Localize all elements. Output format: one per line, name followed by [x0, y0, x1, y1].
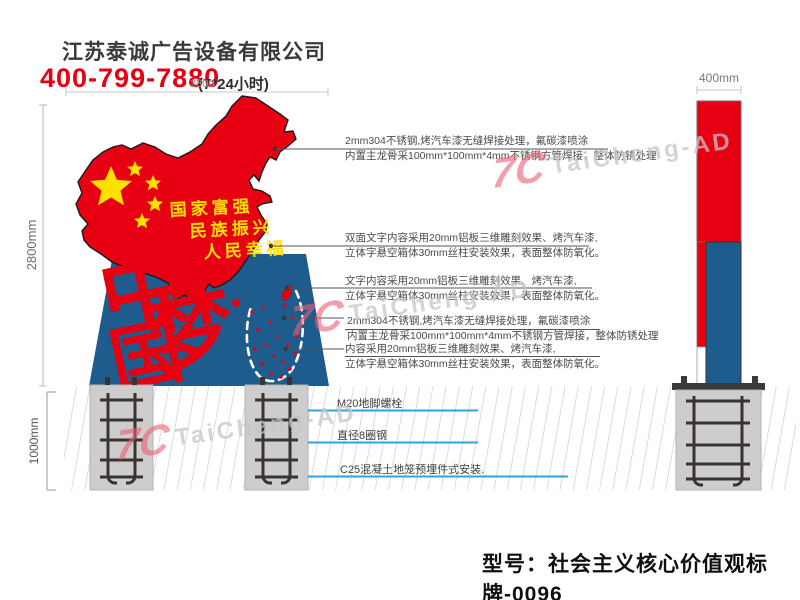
nine-dash-line: [245, 289, 305, 383]
taicheng-logo-icon: 7C: [114, 414, 171, 470]
annotation-5: 内容采用20mm铝板三维雕刻效果、烤汽车漆, 立体字悬空箱体30mm丝柱安装效果…: [345, 342, 605, 372]
calligraphy-char-3: 梦: [140, 276, 244, 388]
annotation-1-line1: 2mm304不锈钢,烤汽车漆无缝焊接处理，氟碳漆喷涂: [345, 135, 589, 147]
taicheng-logo-icon: 7C: [288, 290, 345, 346]
side-view: 400mm: [672, 71, 765, 491]
side-pedestal-blue: [705, 241, 742, 386]
annotation-3: 文字内容采用20mm铝板三维雕刻效果、烤汽车漆, 立体字悬空箱体30mm丝柱安装…: [345, 274, 605, 304]
label-concrete: C25混凝土地笼预埋件式安装.: [340, 464, 485, 476]
label-anchor-bolt: M20地脚螺栓: [337, 398, 403, 410]
pedestal-front: [89, 254, 329, 386]
annotation-3-line1: 文字内容采用20mm铝板三维雕刻效果、烤汽车漆,: [345, 275, 577, 287]
side-panel-white-strip: [696, 346, 707, 386]
label-round-steel: 直径8圈钢: [337, 430, 388, 442]
annotation-2-line1: 双面文字内容采用20mm铝板三维雕刻效果、烤汽车漆,: [345, 232, 598, 244]
china-map: [75, 95, 297, 302]
foundation-depth-dimension: 1000mm: [27, 391, 56, 491]
annotation-leaders: [268, 146, 608, 357]
hainan-island: [232, 299, 240, 307]
side-width-label: 400mm: [699, 71, 739, 85]
slogan-line2: 民族振兴: [189, 217, 274, 241]
top-width-dimension: [65, 88, 329, 96]
taicheng-logo-icon: 7C: [490, 142, 547, 198]
annotation-3-line2: 立体字悬空箱体30mm丝柱安装效果，表面整体防氧化。: [345, 290, 606, 302]
left-height-label: 2800mm: [24, 220, 39, 271]
model-number: 型号：社会主义核心价值观标牌-0096: [482, 553, 768, 600]
foundation-depth-label: 1000mm: [27, 418, 41, 465]
slogan-line3: 人民幸福: [203, 238, 288, 262]
side-panel-red: [696, 100, 742, 243]
left-height-dimension: 2800mm: [24, 104, 47, 387]
side-base-plate: [672, 383, 765, 390]
calligraphy-char-1: 中: [91, 235, 195, 347]
foundation-leaders: [308, 409, 568, 478]
annotation-5-line2: 立体字悬空箱体30mm丝柱安装效果，表面整体防氧化。: [345, 358, 606, 370]
annotation-1-line2: 内置主龙骨采100mm*100mm*4mm不锈钢方管焊接，整体防锈处理: [345, 150, 657, 162]
islands-dots: [250, 304, 298, 379]
slogan-text: 国家富强 民族振兴 人民幸福: [169, 196, 288, 262]
side-panel-red-strip: [696, 241, 707, 348]
phone-number: 400-799-7880: [40, 63, 221, 93]
company-name: 江苏泰诚广告设备有限公司: [62, 41, 326, 64]
rebar-cage-right: [255, 393, 298, 485]
foundation-block-left: [89, 377, 154, 491]
flag-stars: [90, 161, 163, 229]
foundation-block-right: [244, 377, 309, 491]
slogan-line1: 国家富强: [169, 196, 254, 220]
top-width-label: 2800: [190, 78, 215, 90]
rebar-cage-left: [100, 393, 143, 485]
service-hours: (7*24小时): [198, 76, 269, 93]
annotation-4-line1: 2mm304不锈钢,烤汽车漆无缝焊接处理，氟碳漆喷涂: [347, 315, 591, 327]
annotation-4-line2: 内置主龙骨采100mm*100mm*4mm不锈钢方管焊接，整体防锈处理: [347, 330, 659, 342]
annotation-2: 双面文字内容采用20mm铝板三维雕刻效果、烤汽车漆, 立体字悬空箱体30mm丝柱…: [345, 231, 605, 261]
annotation-1: 2mm304不锈钢,烤汽车漆无缝焊接处理，氟碳漆喷涂 内置主龙骨采100mm*1…: [345, 134, 657, 164]
side-foundation-block: [675, 389, 762, 491]
annotation-4: 2mm304不锈钢,烤汽车漆无缝焊接处理，氟碳漆喷涂 内置主龙骨采100mm*1…: [347, 314, 659, 344]
taiwan-island: [281, 285, 293, 301]
annotation-2-line2: 立体字悬空箱体30mm丝柱安装效果，表面整体防氧化。: [345, 247, 606, 259]
side-rebar-cage: [686, 396, 750, 487]
annotation-5-line1: 内容采用20mm铝板三维雕刻效果、烤汽车漆,: [345, 343, 556, 355]
ground-hatch: [64, 386, 796, 490]
